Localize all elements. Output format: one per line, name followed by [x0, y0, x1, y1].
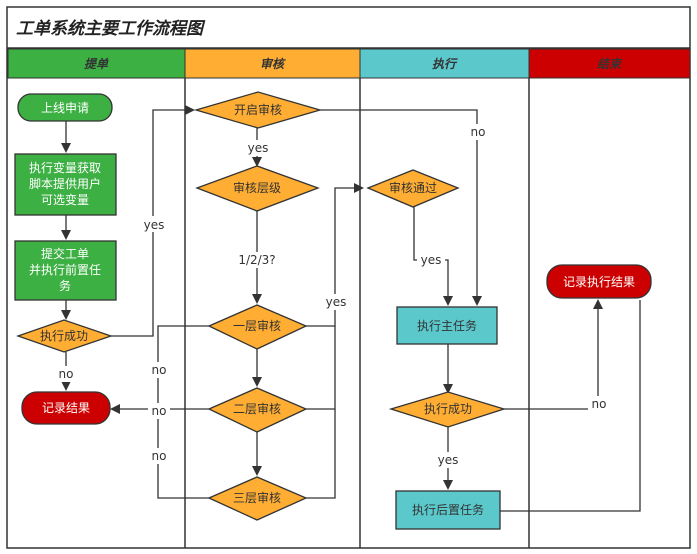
node-record-end-label: 记录执行结果: [563, 275, 635, 289]
lane-label-review: 审核: [260, 57, 286, 71]
edge-label-yes-levels: yes: [326, 295, 347, 309]
edge-open-maintask: [320, 109, 482, 306]
node-main-task: [396, 306, 498, 345]
node-main-task-label: 执行主任务: [417, 318, 477, 333]
node-open-review-label: 开启审核: [234, 102, 282, 117]
edge-label-no-fail: no: [59, 367, 74, 381]
node-get-vars-line3: 可选变量: [41, 192, 89, 207]
edge-label-no-l1: no: [152, 363, 167, 377]
edge-label-yes-open: yes: [248, 141, 269, 155]
edge-label-yes-submit: yes: [144, 218, 165, 232]
node-get-vars: [14, 153, 117, 216]
lane-header-submit: [7, 48, 186, 79]
node-exec-ok-2-label: 执行成功: [424, 402, 472, 416]
node-level-1-label: 一层审核: [233, 318, 281, 333]
edge-label-no-l2: no: [152, 404, 167, 418]
node-start: [17, 93, 113, 122]
node-exec-ok-1-label: 执行成功: [40, 329, 88, 343]
node-fail-end: [21, 391, 111, 425]
node-review-level: [195, 165, 320, 212]
node-post-task-label: 执行后置任务: [412, 502, 484, 517]
node-start-label: 上线申请: [41, 101, 89, 115]
node-fail-end-label: 记录结果: [42, 401, 90, 415]
node-level-3: [207, 476, 308, 521]
node-record-end: [546, 264, 652, 299]
lane-label-submit: 提单: [84, 57, 109, 71]
node-exec-ok-2: [388, 391, 507, 428]
node-submit-line2: 并执行前置任: [29, 262, 101, 277]
diagram-title: 工单系统主要工作流程图: [16, 19, 206, 39]
node-review-level-label: 审核层级: [233, 180, 281, 195]
node-level-2: [207, 387, 308, 433]
lane-label-end: 结束: [597, 57, 623, 71]
edge-label-no-l3: no: [152, 449, 167, 463]
edge-l1-pass: [306, 183, 364, 327]
edge-posttask-record: [500, 300, 641, 512]
edge-label-yes-exec: yes: [438, 453, 459, 467]
node-submit-line3: 务: [59, 278, 71, 293]
lane-header-review: [184, 48, 361, 79]
node-review-pass-label: 审核通过: [389, 180, 437, 195]
node-level-2-label: 二层审核: [233, 401, 281, 416]
edge-label-no-open: no: [471, 125, 486, 139]
node-level-1: [207, 304, 308, 350]
node-exec-ok-1: [16, 319, 114, 353]
node-open-review: [193, 91, 323, 129]
node-review-pass: [366, 169, 460, 208]
node-submit-line1: 提交工单: [41, 246, 89, 261]
lane-label-execute: 执行: [432, 57, 458, 71]
node-level-3-label: 三层审核: [233, 490, 281, 505]
node-get-vars-line2: 脚本提供用户: [29, 176, 101, 191]
edge-label-no-exec: no: [592, 397, 607, 411]
edge-label-yes-pass: yes: [421, 253, 442, 267]
node-post-task: [395, 490, 501, 530]
edge-label-level-choice: 1/2/3?: [238, 253, 275, 267]
node-get-vars-line1: 执行变量获取: [29, 160, 101, 175]
edge-l3-pass: [306, 409, 336, 499]
lane-header-end: [528, 48, 691, 79]
node-submit: [14, 240, 117, 301]
